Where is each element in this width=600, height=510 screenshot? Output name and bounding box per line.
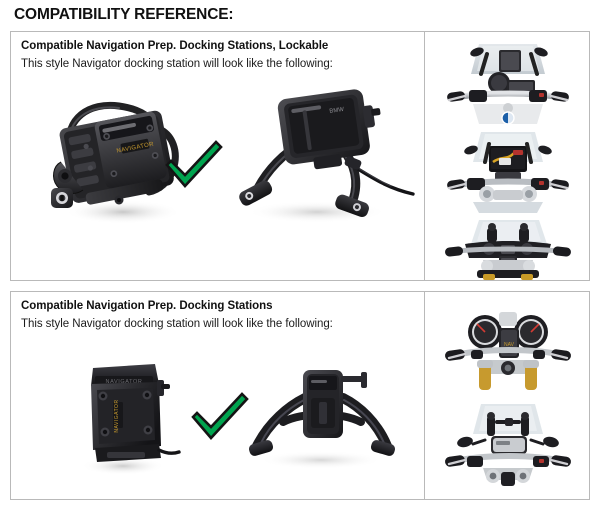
panel-vertical-divider: [424, 32, 425, 280]
svg-text:NAVIGATOR: NAVIGATOR: [106, 379, 143, 385]
photo-motorcycle-cockpit-1: [443, 38, 573, 126]
svg-text:NAVIGATOR: NAVIGATOR: [114, 399, 120, 432]
photo-motorcycle-cockpit-3: [443, 218, 573, 280]
photo-motorcycle-cockpit-4: NAV: [443, 302, 573, 392]
product-image-standard-cradle: NAVIGATOR NAVIGATOR: [69, 350, 181, 478]
green-check-icon: [189, 390, 251, 442]
panel-lockable-title: Compatible Navigation Prep. Docking Stat…: [21, 40, 329, 52]
panel-standard-content: Compatible Navigation Prep. Docking Stat…: [11, 292, 424, 499]
panel-standard-subtitle: This style Navigator docking station wil…: [21, 318, 333, 330]
product-image-standard-bracket: [247, 354, 397, 472]
panel-lockable-content: Compatible Navigation Prep. Docking Stat…: [11, 32, 424, 280]
photo-motorcycle-cockpit-5: [443, 400, 573, 488]
green-check-icon: [163, 138, 225, 190]
product-image-lockable-cradle: NAVIGATOR: [45, 92, 197, 227]
compatibility-panel-lockable: Compatible Navigation Prep. Docking Stat…: [10, 31, 590, 281]
panel-vertical-divider: [424, 292, 425, 499]
photo-motorcycle-cockpit-2: [443, 128, 573, 213]
svg-text:BMW: BMW: [329, 107, 345, 115]
svg-text:NAV: NAV: [504, 342, 515, 348]
panel-standard-photos: NAV: [425, 292, 589, 499]
panel-standard-title: Compatible Navigation Prep. Docking Stat…: [21, 300, 273, 312]
panel-lockable-photos: [425, 32, 589, 280]
compatibility-panel-standard: Compatible Navigation Prep. Docking Stat…: [10, 291, 590, 500]
product-image-lockable-bracket: BMW: [227, 86, 417, 226]
panel-lockable-subtitle: This style Navigator docking station wil…: [21, 58, 333, 70]
page-title: COMPATIBILITY REFERENCE:: [14, 6, 234, 23]
